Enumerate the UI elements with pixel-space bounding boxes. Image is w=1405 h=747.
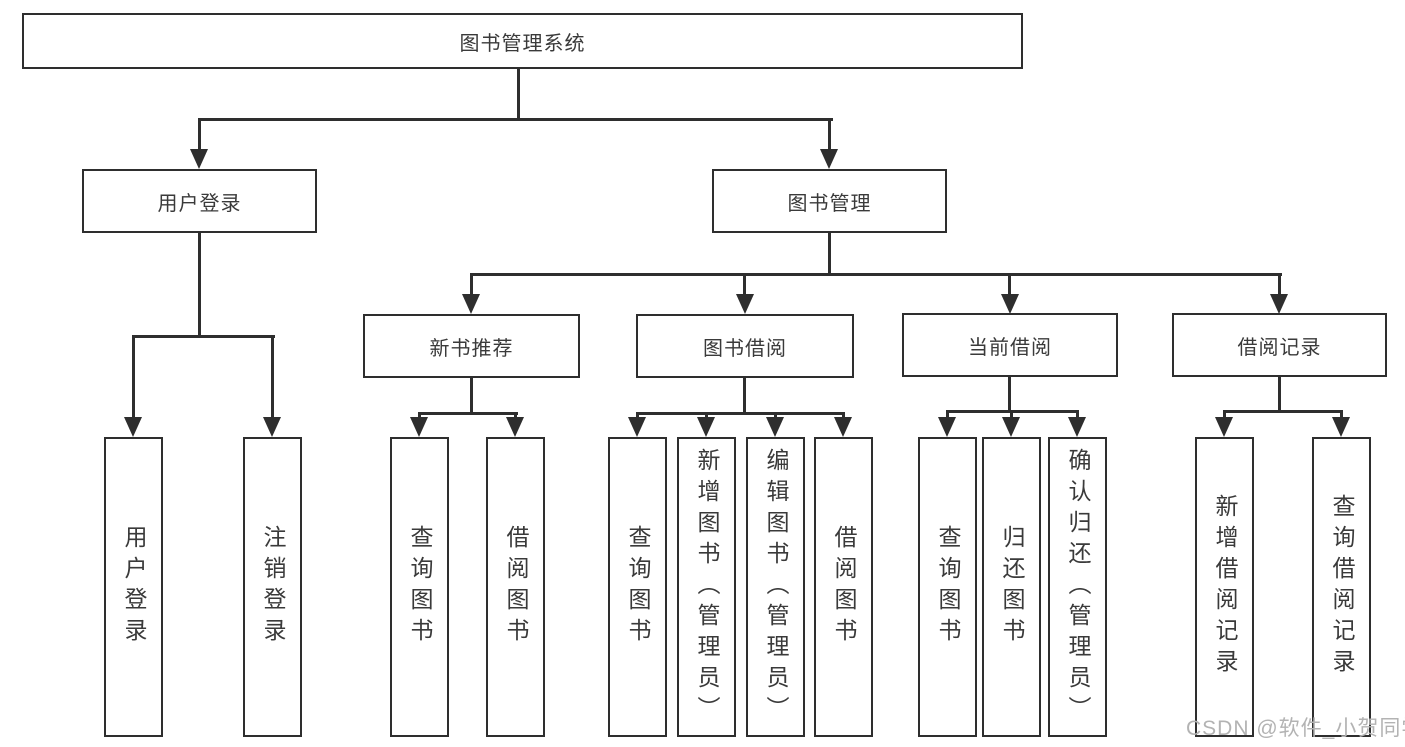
connector-line — [198, 233, 201, 335]
connector-line — [1223, 410, 1343, 413]
leaf-label: 新增借阅记录 — [1212, 494, 1238, 680]
node-user-login: 用户登录 — [82, 169, 317, 233]
connector-line — [132, 335, 275, 338]
arrow-down-icon — [263, 417, 281, 437]
leaf-label: 查询借阅记录 — [1329, 494, 1355, 680]
arrow-down-icon — [834, 417, 852, 437]
node-book-management: 图书管理 — [712, 169, 947, 233]
leaf-add-book-admin: 新增图书（管理员） — [677, 437, 736, 737]
connector-line — [743, 378, 746, 412]
connector-line — [828, 233, 831, 273]
leaf-label: 借阅图书 — [831, 525, 857, 649]
node-borrowing-records: 借阅记录 — [1172, 313, 1387, 377]
leaf-label: 注销登录 — [260, 525, 286, 649]
connector-line — [636, 412, 639, 419]
leaf-label: 查询图书 — [407, 525, 433, 649]
arrow-down-icon — [736, 294, 754, 314]
connector-line — [514, 412, 517, 419]
node-current-borrowing: 当前借阅 — [902, 313, 1118, 377]
arrow-down-icon — [820, 149, 838, 169]
arrow-down-icon — [1002, 417, 1020, 437]
leaf-query-books-current: 查询图书 — [918, 437, 977, 737]
arrow-down-icon — [1068, 417, 1086, 437]
connector-line — [517, 69, 520, 118]
leaf-edit-book-admin: 编辑图书（管理员） — [746, 437, 805, 737]
leaf-label: 用户登录 — [121, 525, 147, 649]
connector-line — [743, 273, 746, 295]
node-book-borrowing: 图书借阅 — [636, 314, 854, 378]
leaf-query-borrow-record: 查询借阅记录 — [1312, 437, 1371, 737]
leaf-label: 查询图书 — [625, 525, 651, 649]
arrow-down-icon — [766, 417, 784, 437]
connector-line — [636, 412, 845, 415]
connector-line — [470, 378, 473, 413]
leaf-label: 新增图书（管理员） — [694, 447, 720, 727]
arrow-down-icon — [938, 417, 956, 437]
connector-line — [842, 412, 845, 419]
leaf-logout: 注销登录 — [243, 437, 302, 737]
leaf-label: 查询图书 — [935, 525, 961, 649]
connector-line — [418, 412, 518, 415]
node-library-management-system: 图书管理系统 — [22, 13, 1023, 69]
connector-line — [1223, 410, 1226, 419]
connector-line — [946, 410, 949, 419]
leaf-label: 归还图书 — [999, 525, 1025, 649]
node-new-book-recommendation: 新书推荐 — [363, 314, 580, 378]
connector-line — [132, 335, 135, 418]
connector-line — [828, 118, 831, 150]
connector-line — [470, 273, 1282, 276]
leaf-query-books-borrowing: 查询图书 — [608, 437, 667, 737]
connector-line — [1278, 273, 1281, 295]
arrow-down-icon — [1215, 417, 1233, 437]
connector-line — [1008, 377, 1011, 410]
connector-line — [1010, 410, 1013, 419]
watermark: CSDN @软件_小贺同学 — [1186, 717, 1405, 740]
leaf-user-login: 用户登录 — [104, 437, 163, 737]
connector-line — [418, 412, 421, 419]
connector-line — [1340, 410, 1343, 419]
connector-line — [774, 412, 777, 419]
arrow-down-icon — [124, 417, 142, 437]
connector-line — [198, 118, 833, 121]
leaf-confirm-return-admin: 确认归还（管理员） — [1048, 437, 1107, 737]
connector-line — [271, 335, 274, 418]
leaf-label: 借阅图书 — [503, 525, 529, 649]
connector-line — [470, 273, 473, 295]
arrow-down-icon — [1332, 417, 1350, 437]
arrow-down-icon — [190, 149, 208, 169]
arrow-down-icon — [410, 417, 428, 437]
arrow-down-icon — [506, 417, 524, 437]
arrow-down-icon — [1001, 294, 1019, 314]
leaf-label: 编辑图书（管理员） — [763, 447, 789, 727]
connector-line — [198, 118, 201, 150]
arrow-down-icon — [462, 294, 480, 314]
leaf-label: 确认归还（管理员） — [1065, 447, 1091, 727]
connector-line — [1278, 377, 1281, 410]
connector-line — [1008, 273, 1011, 295]
arrow-down-icon — [1270, 294, 1288, 314]
leaf-query-books-recommend: 查询图书 — [390, 437, 449, 737]
leaf-borrow-books-recommend: 借阅图书 — [486, 437, 545, 737]
leaf-borrow-books-borrowing: 借阅图书 — [814, 437, 873, 737]
arrow-down-icon — [697, 417, 715, 437]
arrow-down-icon — [628, 417, 646, 437]
leaf-add-borrow-record: 新增借阅记录 — [1195, 437, 1254, 737]
connector-line — [705, 412, 708, 419]
connector-line — [1076, 410, 1079, 419]
leaf-return-books: 归还图书 — [982, 437, 1041, 737]
